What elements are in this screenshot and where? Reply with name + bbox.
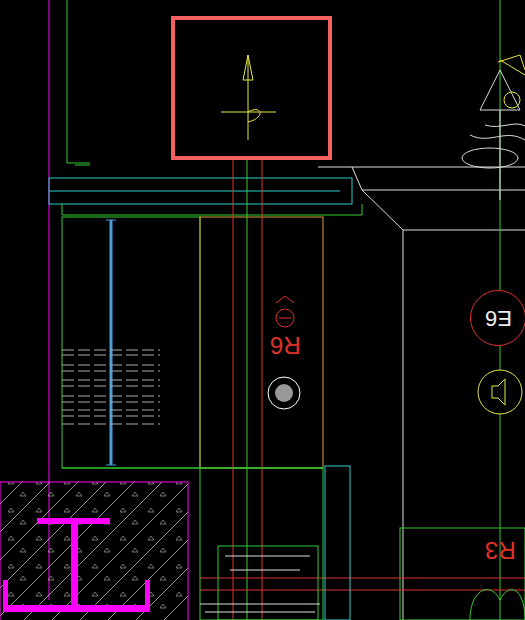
tag-label: R6 bbox=[270, 331, 301, 359]
tag-label: R3 bbox=[485, 536, 516, 564]
callout-circle: E6 bbox=[470, 290, 525, 346]
callout-number: E6 bbox=[485, 305, 512, 331]
